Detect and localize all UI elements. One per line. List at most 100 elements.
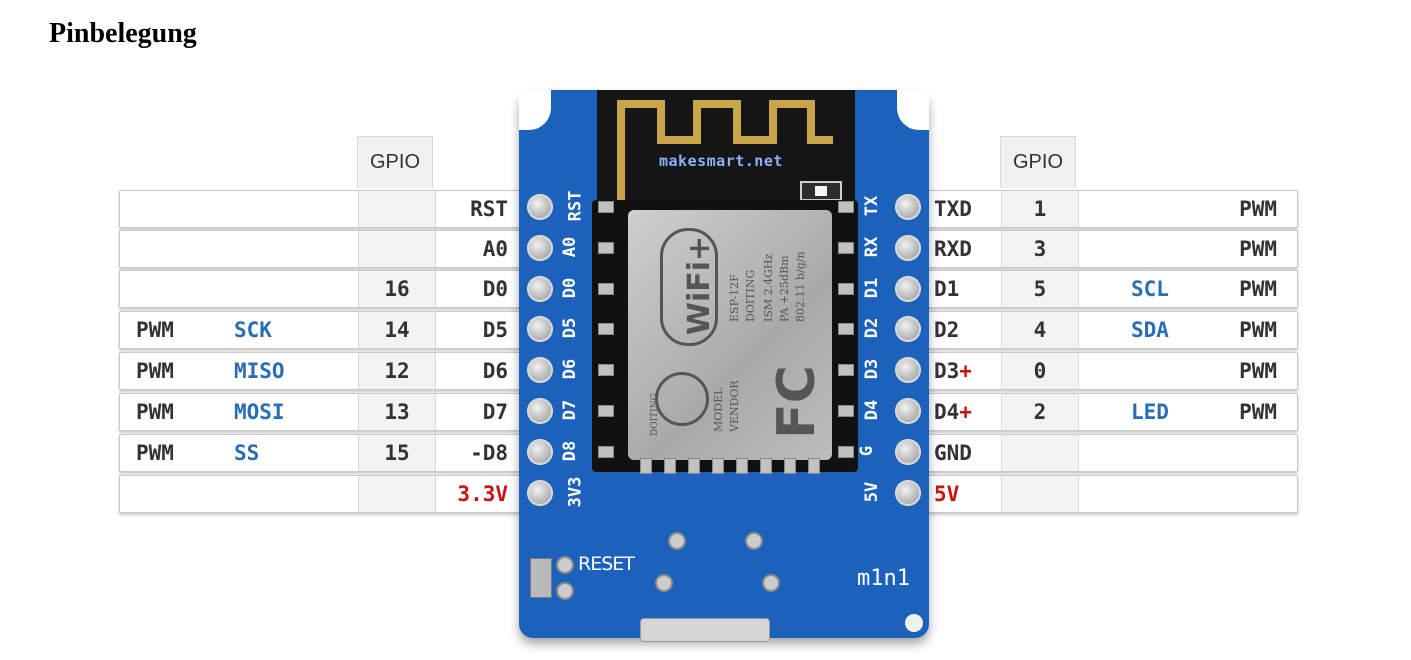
fc-mark: FC	[766, 365, 827, 439]
module-pad	[736, 458, 748, 474]
header-pad-left	[527, 398, 553, 424]
board-pin-label-left: D8	[560, 440, 581, 462]
module-pad	[760, 458, 772, 474]
gpio-number: 15	[384, 441, 410, 465]
board-pin-label-left: D6	[560, 358, 581, 380]
pin-label: GND	[934, 441, 972, 465]
board-pin-label-right: D2	[862, 317, 883, 339]
board-pin-label-left: D7	[560, 399, 581, 421]
function-label: LED	[1131, 400, 1169, 424]
module-line: PA +25dBm	[778, 255, 791, 322]
pin-label: 5V	[934, 482, 960, 506]
function-label: SDA	[1131, 318, 1169, 342]
reset-button[interactable]	[530, 558, 552, 598]
pin-label: RST	[470, 197, 508, 221]
pwm-label: PWM	[136, 400, 174, 424]
header-pad-right	[895, 235, 921, 261]
pwm-label: PWM	[136, 441, 174, 465]
pin-label: D1	[934, 277, 960, 301]
pin-label: TXD	[934, 197, 972, 221]
plus-marker: +	[959, 400, 972, 424]
module-pad	[784, 458, 796, 474]
header-pad-right	[895, 357, 921, 383]
brand-label: makesmart.net	[659, 152, 783, 170]
pin-label: D5	[482, 318, 508, 342]
page-title: Pinbelegung	[49, 18, 197, 49]
board-pin-label-right: D3	[862, 358, 883, 380]
module-pad	[598, 283, 614, 295]
module-pad	[838, 405, 854, 417]
board-pin-label-left: D5	[560, 317, 581, 339]
pin-label: D7	[482, 400, 508, 424]
reset-label: RESET	[578, 553, 635, 575]
doiting-logo-icon	[655, 372, 709, 426]
module-pad	[838, 364, 854, 376]
board-pin-label-right: TX	[862, 195, 883, 217]
pwm-label: PWM	[1239, 359, 1277, 383]
module-pad	[838, 323, 854, 335]
right-gpio-header: GPIO	[1000, 136, 1076, 188]
pwm-label: PWM	[136, 359, 174, 383]
wifi-logo-frame	[660, 228, 718, 346]
pin-label: A0	[482, 237, 508, 261]
board-pin-label-right: G	[857, 445, 878, 457]
gpio-number: 4	[1033, 318, 1047, 342]
function-label: MOSI	[234, 400, 285, 424]
led-icon	[800, 181, 842, 201]
board-pin-label-left: RST	[565, 190, 586, 222]
module-pad	[598, 405, 614, 417]
module-line: 802.11 b/g/n	[794, 251, 807, 322]
board-model-label: m1n1	[857, 566, 910, 591]
module-pad	[838, 201, 854, 213]
via-hole	[556, 582, 574, 600]
module-pad	[688, 458, 700, 474]
header-pad-left	[527, 276, 553, 302]
module-pad	[838, 446, 854, 458]
board-pin-label-right: RX	[862, 236, 883, 258]
header-pad-left	[527, 194, 553, 220]
header-pad-left	[527, 316, 553, 342]
function-label: SS	[234, 441, 260, 465]
module-pad	[664, 458, 676, 474]
via-hole	[762, 574, 780, 592]
header-pad-right	[895, 398, 921, 424]
module-pad	[838, 242, 854, 254]
header-pad-left	[527, 235, 553, 261]
pin-label: -D8	[470, 441, 508, 465]
header-pad-left	[527, 480, 553, 506]
header-pad-right	[895, 480, 921, 506]
module-line: ESP-12F	[728, 274, 741, 322]
left-pin-row: 3.3V	[119, 475, 529, 513]
header-pad-right	[895, 194, 921, 220]
plus-marker: +	[959, 359, 972, 383]
pwm-label: PWM	[1239, 237, 1277, 261]
module-pad	[808, 458, 820, 474]
pwm-label: PWM	[136, 318, 174, 342]
pin-label: D6	[482, 359, 508, 383]
board-pin-label-left: 3V3	[565, 476, 586, 508]
gpio-number: 3	[1033, 237, 1047, 261]
module-pad	[598, 323, 614, 335]
module-line: DOITING	[744, 269, 757, 322]
module-pad	[598, 242, 614, 254]
module-line: ISM 2.4GHz	[762, 253, 775, 322]
usb-port[interactable]	[640, 618, 770, 642]
gpio-number: 2	[1033, 400, 1047, 424]
pwm-label: PWM	[1239, 400, 1277, 424]
gpio-number: 14	[384, 318, 410, 342]
via-hole	[745, 532, 763, 550]
module-pad	[598, 446, 614, 458]
left-pin-row: PWM SS 15 -D8	[119, 434, 529, 472]
pin-label: D4	[934, 400, 960, 424]
gpio-number: 1	[1033, 197, 1047, 221]
right-pin-row: D4+2 LED PWM	[920, 393, 1298, 431]
